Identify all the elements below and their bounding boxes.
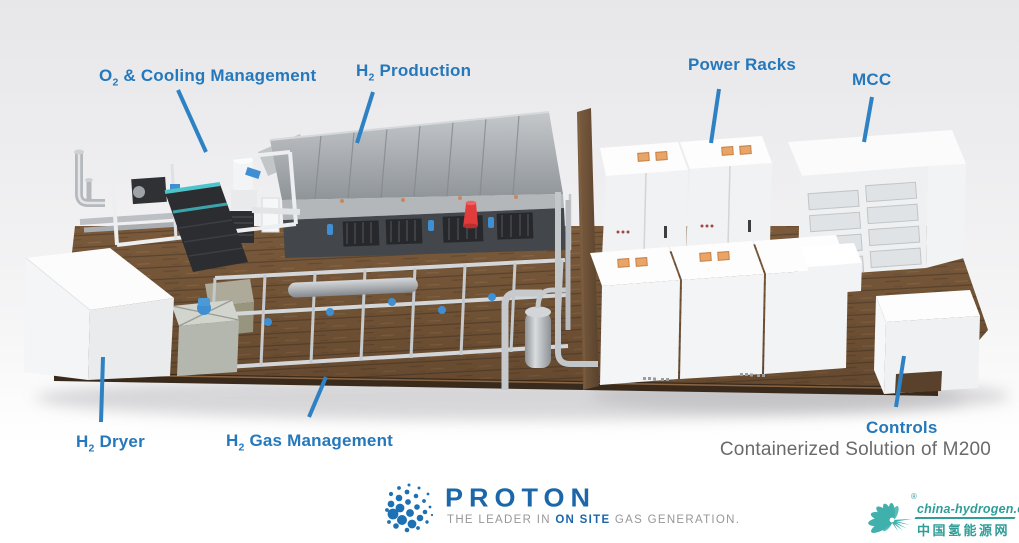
leader-mcc: [862, 96, 874, 143]
blue-fittings: [327, 217, 494, 235]
h2-production-unit: [230, 111, 572, 258]
label-mcc: MCC: [852, 70, 892, 89]
logo-divider-line: [914, 517, 1016, 519]
leader-h2-production: [355, 91, 375, 144]
separator-tank: [525, 287, 566, 368]
mcc-panel-grid: [807, 181, 922, 277]
china-hydrogen-chinese-name: 中国氢能源网: [917, 523, 1011, 538]
power-rack-cabinets: [600, 136, 772, 257]
h2-dryer-box: [24, 248, 174, 380]
leader-o2-cooling: [176, 89, 208, 153]
label-controls: Controls: [866, 418, 938, 437]
proton-wordmark: PROTON: [445, 483, 597, 513]
band-fittings: [340, 195, 518, 203]
china-hydrogen-url: china-hydrogen.org: [917, 502, 1019, 516]
o2-cooling-skid: [74, 149, 301, 272]
heat-exchanger: [164, 182, 248, 272]
leader-lines: [99, 88, 906, 423]
label-h2-dryer: H2 Dryer: [76, 432, 145, 455]
leader-h2-gas: [307, 376, 328, 418]
cabinet-notch: [895, 371, 942, 393]
proton-logo: PROTON THE LEADER IN ON SITE GAS GENERAT…: [383, 478, 739, 536]
label-h2-gas-management: H2 Gas Management: [226, 431, 394, 454]
label-power-racks: Power Racks: [688, 55, 797, 74]
label-o2-cooling-management: O2 & Cooling Management: [99, 66, 317, 89]
china-hydrogen-logo: ® china-hydrogen.org 中国氢能源网: [860, 486, 1019, 542]
registered-mark: ®: [911, 492, 917, 501]
vent-slots: [643, 373, 765, 381]
leader-controls: [894, 355, 906, 408]
proton-globe-icon: [385, 483, 434, 533]
production-roof: [269, 111, 563, 200]
proton-tagline: THE LEADER IN ON SITE GAS GENERATION.: [447, 514, 741, 526]
rectifier-stacks: [342, 212, 534, 247]
small-top-box: [800, 243, 862, 267]
label-h2-production: H2 Production: [356, 61, 472, 84]
front-row-cabinets: [590, 235, 862, 385]
red-cone: [463, 200, 478, 229]
controls-cabinet: [874, 290, 980, 394]
leader-power-racks: [709, 88, 721, 144]
divider-wall: [577, 108, 599, 390]
leader-h2-dryer: [99, 356, 105, 423]
diagram-caption: Containerized Solution of M200: [719, 439, 991, 460]
fan-unit: [171, 298, 240, 376]
china-hydrogen-flower-icon: [868, 503, 913, 533]
